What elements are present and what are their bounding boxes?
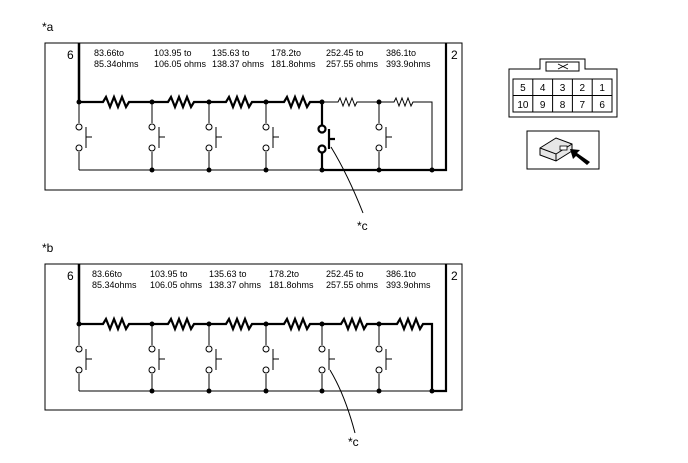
- range-5-line1: 252.45 to: [326, 48, 364, 58]
- diagram-a-junctions: [76, 99, 435, 173]
- connector-face: 5 4 3 2 1 10 9 8 7 6: [508, 58, 618, 118]
- diagram-a-closed-switch: [317, 43, 448, 172]
- connector-housing: [508, 58, 618, 118]
- range-1-line2: 85.34ohms: [92, 280, 137, 290]
- diagram-b-label: *b: [42, 241, 54, 255]
- range-1-line1: 83.66to: [92, 269, 122, 279]
- diagram-a-callout-leader: [330, 146, 364, 214]
- connector-pin-10: 10: [517, 100, 529, 111]
- range-3-line2: 138.37 ohms: [212, 59, 265, 69]
- range-1-line2: 85.34ohms: [94, 59, 139, 69]
- connector-pin-7: 7: [580, 100, 586, 111]
- range-3-line1: 135.63 to: [212, 48, 250, 58]
- connector-pin-2: 2: [580, 83, 586, 94]
- range-3-line2: 138.37 ohms: [209, 280, 262, 290]
- connector-latch-mark: [557, 63, 569, 70]
- connector-pin-1: 1: [599, 83, 605, 94]
- diagram-b-switches: [75, 324, 432, 392]
- range-5-line1: 252.45 to: [326, 269, 364, 279]
- range-6-line1: 386.1to: [386, 48, 416, 58]
- range-2-line1: 103.95 to: [154, 48, 192, 58]
- range-4-line1: 178.2to: [271, 48, 301, 58]
- diagram-b-pin-right: 2: [451, 269, 458, 283]
- range-2-line2: 106.05 ohms: [150, 280, 203, 290]
- diagram-b-frame: [44, 263, 463, 411]
- connector-pin-6: 6: [599, 100, 605, 111]
- diagram-a-frame: [44, 42, 463, 191]
- range-5-line2: 257.55 ohms: [326, 280, 379, 290]
- connector-view-frame: [526, 130, 600, 170]
- range-6-line2: 393.9ohms: [386, 280, 431, 290]
- diagram-a-pin-left: 6: [67, 48, 74, 62]
- range-4-line2: 181.8ohms: [269, 280, 314, 290]
- diagram-a: *a 6 2 83.66to 85.34ohms 103.95 to 106.0…: [42, 20, 463, 233]
- range-2-line1: 103.95 to: [150, 269, 188, 279]
- connector-pin-3: 3: [560, 83, 566, 94]
- diagram-b-callout-leader: [329, 369, 356, 434]
- diagram-b-callout-label: *c: [348, 435, 359, 449]
- connector-pin-8: 8: [560, 100, 566, 111]
- diagram-b-pin-left: 6: [67, 269, 74, 283]
- diagram-a-resistor-chain-inactive: [322, 96, 433, 170]
- connector-pin-4: 4: [540, 83, 546, 94]
- diagram-a-switches: [75, 102, 392, 171]
- diagram-a-resistor-chain-active: [79, 94, 322, 110]
- range-5-line2: 257.55 ohms: [326, 59, 379, 69]
- diagram-a-pin-right: 2: [451, 48, 458, 62]
- connector-latch: [545, 61, 580, 72]
- connector-pin-9: 9: [540, 100, 546, 111]
- range-4-line2: 181.8ohms: [271, 59, 316, 69]
- range-1-line1: 83.66to: [94, 48, 124, 58]
- connector-pin-5: 5: [520, 83, 526, 94]
- range-3-line1: 135.63 to: [209, 269, 247, 279]
- diagram-b-resistor-chain: [79, 264, 448, 393]
- diagram-b-junctions: [76, 321, 435, 394]
- view-direction-arrow-icon: [570, 149, 590, 165]
- range-4-line1: 178.2to: [269, 269, 299, 279]
- connector-view-icon: [526, 130, 600, 170]
- diagram-a-callout-label: *c: [357, 219, 368, 233]
- diagram-a-label: *a: [42, 20, 54, 34]
- diagram-b: *b 6 2 83.66to 85.34ohms 103.95 to 106.0…: [42, 241, 463, 449]
- range-2-line2: 106.05 ohms: [154, 59, 207, 69]
- range-6-line2: 393.9ohms: [386, 59, 431, 69]
- range-6-line1: 386.1to: [386, 269, 416, 279]
